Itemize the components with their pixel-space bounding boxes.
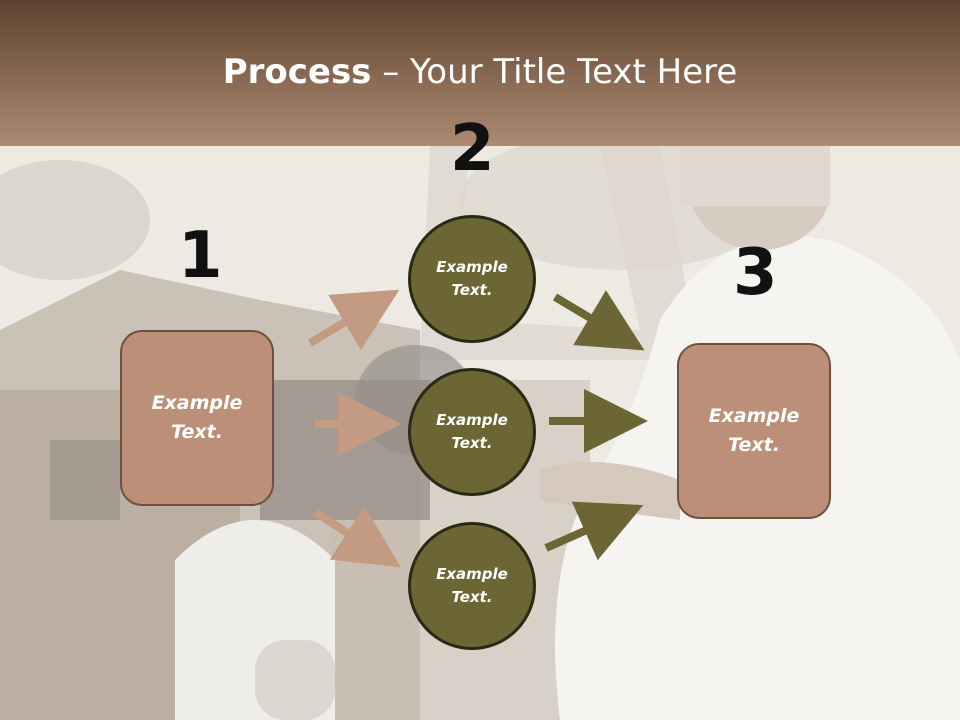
step-circle-2-label: Example Text. bbox=[436, 411, 508, 452]
step-box-3: Example Text. bbox=[677, 343, 831, 519]
step-box-1-label: Example Text. bbox=[151, 392, 243, 443]
step-circle-2: Example Text. bbox=[408, 368, 536, 496]
step-number-1: 1 bbox=[178, 219, 223, 293]
step-circle-1: Example Text. bbox=[408, 215, 536, 343]
title-bar: Process – Your Title Text Here bbox=[0, 0, 960, 146]
step-box-3-label: Example Text. bbox=[708, 405, 800, 456]
slide-title: Process – Your Title Text Here bbox=[0, 52, 960, 92]
arrow-box1-to-circle3 bbox=[312, 505, 401, 568]
step-box-1: Example Text. bbox=[120, 330, 274, 506]
step-circle-3: Example Text. bbox=[408, 522, 536, 650]
arrow-box1-to-circle1 bbox=[307, 289, 400, 350]
step-number-3: 3 bbox=[733, 236, 778, 310]
title-bold: Process bbox=[222, 52, 372, 92]
arrow-circle3-to-box3 bbox=[544, 501, 644, 561]
title-rest: – Your Title Text Here bbox=[371, 52, 738, 92]
arrow-circle1-to-box3 bbox=[552, 290, 645, 351]
step-circle-1-label: Example Text. bbox=[436, 258, 508, 299]
step-circle-3-label: Example Text. bbox=[436, 565, 508, 606]
step-number-2: 2 bbox=[450, 112, 495, 186]
